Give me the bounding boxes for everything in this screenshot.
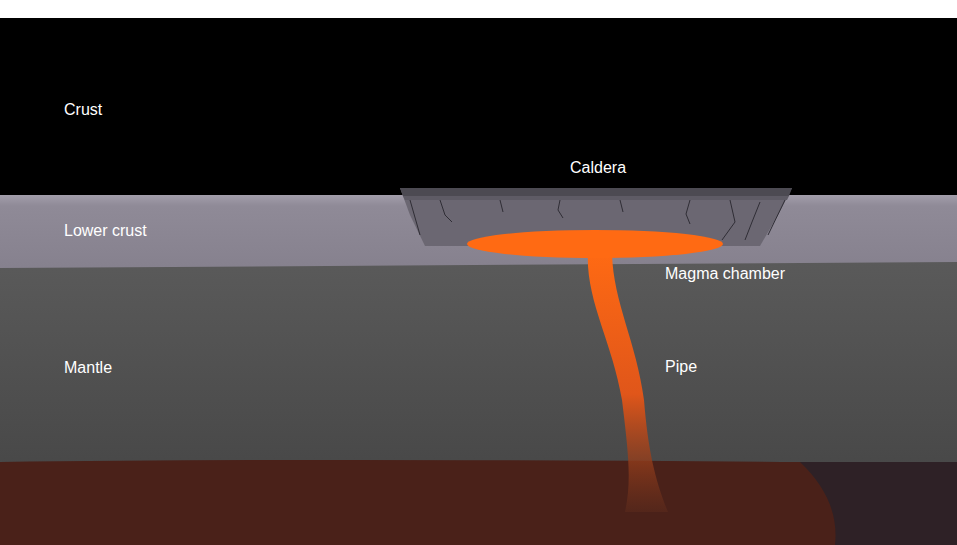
magma-pipe xyxy=(588,250,668,512)
layer-label: Crust xyxy=(64,100,102,119)
layer-label: Lower crust xyxy=(64,221,147,240)
crust-band xyxy=(0,18,957,198)
mantle-band xyxy=(0,258,957,470)
deep-layer xyxy=(800,462,957,545)
layer-label: Mantle xyxy=(64,358,112,377)
part-label: Caldera xyxy=(570,158,626,177)
caldera-floor xyxy=(400,188,792,196)
caldera-floor-edge xyxy=(403,196,789,200)
part-label: Pipe xyxy=(665,357,697,376)
part-label: Magma chamber xyxy=(665,264,785,283)
magma-chamber xyxy=(467,230,723,258)
core-layer xyxy=(0,460,957,545)
